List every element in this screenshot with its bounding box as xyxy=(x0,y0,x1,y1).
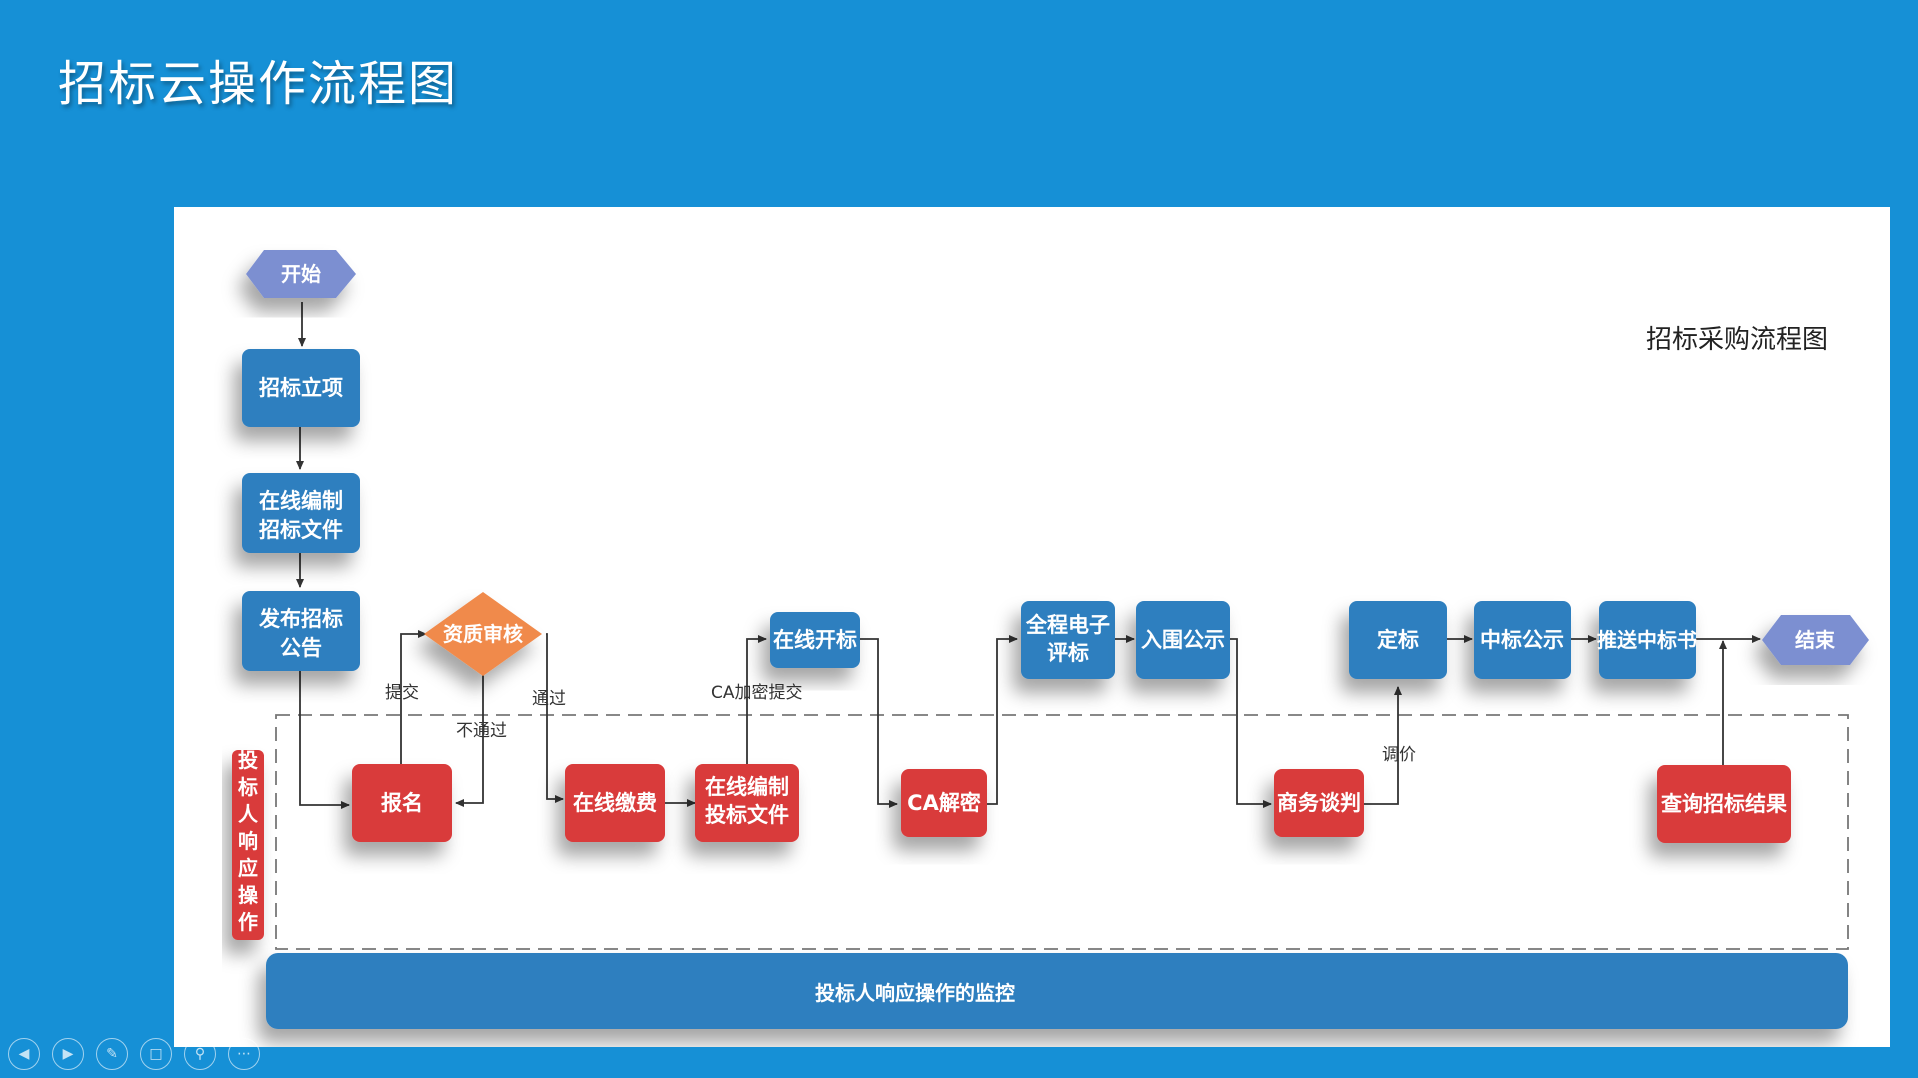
diagram-subtitle: 招标采购流程图 xyxy=(1646,325,1828,355)
node-award-notice: 中标公示 xyxy=(1474,601,1571,679)
next-icon[interactable]: ▶ xyxy=(52,1038,84,1070)
edge-label-price-adjust: 调价 xyxy=(1382,745,1416,765)
swimlane-label-text: 投标人响应操作 xyxy=(238,748,259,934)
edge-label-submit: 提交 xyxy=(385,683,419,703)
node-compile-doc-line1: 在线编制 xyxy=(259,489,343,513)
diagram-canvas: 招标采购流程图 投标人响应操作 投标人响应操作的监控 提交 通过 不通过 CA加… xyxy=(174,207,1890,1047)
slide-title: 招标云操作流程图 xyxy=(58,56,459,112)
node-evaluate-line1: 全程电子 xyxy=(1025,613,1110,637)
node-query-result-label: 查询招标结果 xyxy=(1661,792,1787,816)
monitor-bar-label: 投标人响应操作的监控 xyxy=(815,981,1015,1005)
edges xyxy=(296,302,1761,809)
pen-icon[interactable]: ✎ xyxy=(96,1038,128,1070)
node-compile-doc: 在线编制 招标文件 xyxy=(242,473,360,553)
more-icon[interactable]: ⋯ xyxy=(228,1038,260,1070)
node-push-notice-label: 推送中标书 xyxy=(1597,628,1697,652)
swimlane-label-char: 人 xyxy=(238,802,259,826)
node-negotiate-label: 商务谈判 xyxy=(1277,791,1361,815)
node-end: 结束 xyxy=(1762,615,1869,665)
slideshow-controls: ◀ ▶ ✎ □ ⚲ ⋯ xyxy=(8,1038,260,1072)
node-evaluate-line2: 评标 xyxy=(1047,641,1089,665)
node-end-label: 结束 xyxy=(1795,628,1836,652)
swimlane-label-char: 作 xyxy=(238,910,258,934)
edge-label-pass: 通过 xyxy=(532,689,566,709)
node-pay-label: 在线缴费 xyxy=(573,791,657,815)
node-start: 开始 xyxy=(246,250,356,298)
node-award-notice-label: 中标公示 xyxy=(1480,628,1564,652)
prev-icon[interactable]: ◀ xyxy=(8,1038,40,1070)
node-project-label: 招标立项 xyxy=(259,376,343,400)
node-qualify: 资质审核 xyxy=(424,592,542,676)
node-project: 招标立项 xyxy=(242,349,360,427)
node-publish-line1: 发布招标 xyxy=(258,607,343,631)
edge-label-ca-submit: CA加密提交 xyxy=(711,683,803,703)
node-open: 在线开标 xyxy=(770,612,860,668)
swimlane-label-char: 操 xyxy=(238,883,259,907)
node-award-label: 定标 xyxy=(1377,628,1419,652)
node-qualify-label: 资质审核 xyxy=(443,622,523,646)
node-decrypt-label: CA解密 xyxy=(907,791,981,815)
node-shortlist-label: 入围公示 xyxy=(1141,628,1225,652)
node-bid-doc: 在线编制 投标文件 xyxy=(695,764,799,842)
monitor-bar: 投标人响应操作的监控 xyxy=(266,953,1848,1029)
node-signup-label: 报名 xyxy=(381,791,423,815)
node-publish-line2: 公告 xyxy=(280,636,322,660)
node-publish: 发布招标 公告 xyxy=(242,591,360,671)
flowchart: 招标采购流程图 投标人响应操作 投标人响应操作的监控 提交 通过 不通过 CA加… xyxy=(232,250,1869,1029)
node-shortlist: 入围公示 xyxy=(1136,601,1230,679)
swimlane-label-char: 响 xyxy=(238,829,258,853)
node-negotiate: 商务谈判 xyxy=(1274,769,1364,837)
node-open-label: 在线开标 xyxy=(773,628,857,652)
node-decrypt: CA解密 xyxy=(901,769,987,837)
zoom-icon[interactable]: ⚲ xyxy=(184,1038,216,1070)
node-bid-doc-line1: 在线编制 xyxy=(705,775,789,799)
swimlane-label-char: 投 xyxy=(238,748,258,772)
node-evaluate: 全程电子 评标 xyxy=(1021,601,1115,679)
node-push-notice: 推送中标书 xyxy=(1597,601,1697,679)
node-compile-doc-line2: 招标文件 xyxy=(259,518,343,542)
slides-icon[interactable]: □ xyxy=(140,1038,172,1070)
node-query-result: 查询招标结果 xyxy=(1657,765,1791,843)
swimlane-label: 投标人响应操作 xyxy=(232,748,264,940)
node-award: 定标 xyxy=(1349,601,1447,679)
node-pay: 在线缴费 xyxy=(565,764,665,842)
node-bid-doc-line2: 投标文件 xyxy=(705,803,789,827)
bidder-swimlane xyxy=(275,714,1849,950)
node-start-label: 开始 xyxy=(281,262,321,286)
swimlane-label-char: 应 xyxy=(238,856,258,880)
node-signup: 报名 xyxy=(352,764,452,842)
swimlane-label-char: 标 xyxy=(238,775,258,799)
edge-label-fail: 不通过 xyxy=(456,721,507,741)
